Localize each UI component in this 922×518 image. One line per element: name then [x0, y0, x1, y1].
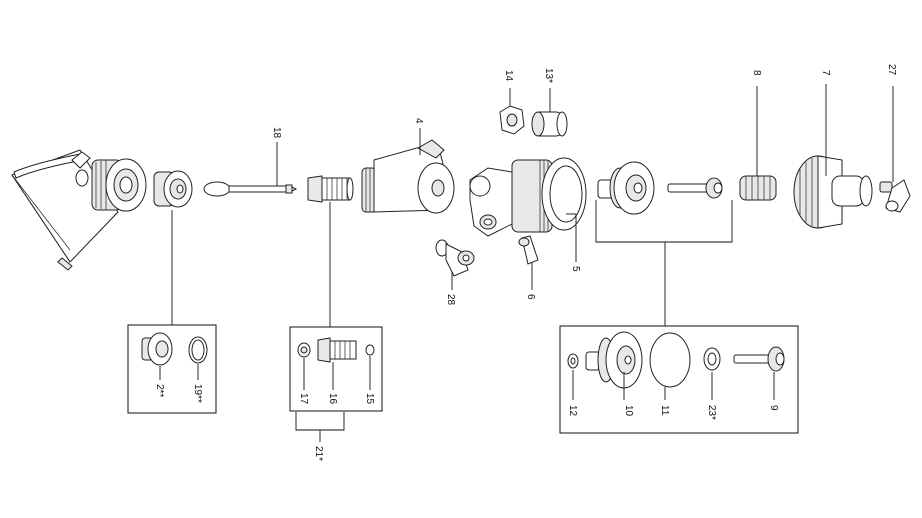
- cap-part: 7: [793, 70, 873, 229]
- label-12: 12: [567, 405, 578, 417]
- label-17: 17: [298, 393, 309, 405]
- needle-part: 18: [203, 127, 298, 197]
- label-16: 16: [327, 393, 338, 405]
- label-19: 19**: [192, 384, 203, 403]
- label-11: 11: [659, 405, 670, 416]
- label-2: 2**: [154, 384, 165, 397]
- label-6: 6: [525, 294, 536, 300]
- inset-box-fitting: 17 16 15 21*: [289, 326, 383, 461]
- fitting-part: [307, 175, 354, 327]
- label-27: 27: [886, 64, 897, 76]
- label-5: 5: [570, 266, 581, 272]
- label-28: 28: [445, 294, 456, 306]
- label-8: 8: [751, 70, 762, 76]
- label-23: 23*: [706, 405, 717, 420]
- label-4: 4: [413, 118, 424, 124]
- main-body-part: 5: [469, 157, 587, 272]
- valve-part: 6: [518, 235, 539, 300]
- inset-box-seat: 2** 19**: [127, 324, 217, 414]
- seat-part: [153, 170, 193, 325]
- elbow-part: 28: [435, 239, 475, 306]
- label-13: 13*: [543, 68, 554, 83]
- sleeve-part: 13*: [531, 68, 568, 137]
- label-14: 14: [503, 70, 514, 82]
- label-10: 10: [623, 405, 634, 417]
- label-9: 9: [768, 405, 779, 411]
- hex-nut-part: 14: [499, 70, 525, 135]
- label-18: 18: [271, 127, 282, 139]
- label-7: 7: [820, 70, 831, 76]
- end-fitting-part: 27: [879, 64, 911, 213]
- label-21: 21*: [313, 446, 324, 461]
- spring-part: 8: [739, 70, 777, 201]
- housing-part: 4: [361, 118, 455, 214]
- label-15: 15: [364, 393, 375, 405]
- inset-box-diaphragm: 12 10 11 23* 9: [559, 325, 799, 434]
- diaphragm-group: [595, 161, 733, 326]
- bracket-assembly: [11, 149, 147, 271]
